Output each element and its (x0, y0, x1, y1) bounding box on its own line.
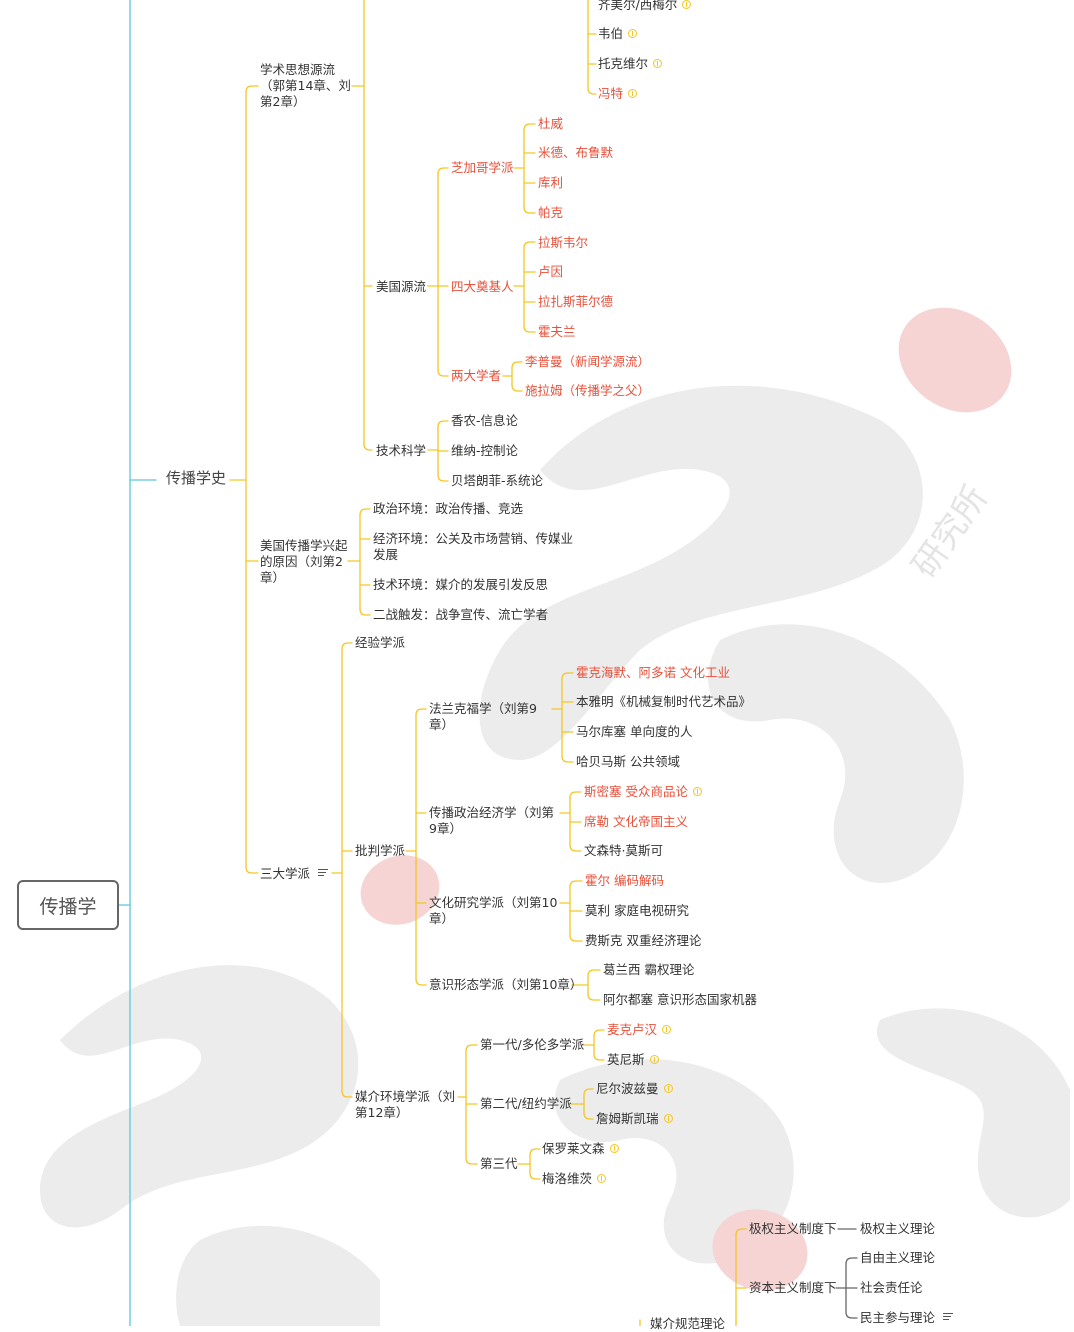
note-circle-icon (692, 787, 702, 796)
norms-node[interactable]: 媒介规范理论 (650, 1316, 726, 1331)
gen3-node[interactable]: 第三代 (480, 1156, 518, 1171)
note-circle-icon (628, 89, 638, 98)
media-ecology-node[interactable]: 媒介环境学派（刘第12章） (355, 1089, 456, 1120)
founders-item[interactable]: 拉扎斯菲尔德 (538, 294, 614, 309)
tech-item[interactable]: 贝塔朗菲-系统论 (451, 473, 544, 488)
chicago-item[interactable]: 库利 (538, 175, 564, 190)
root-node[interactable]: 传播学 (17, 880, 119, 930)
rise-item[interactable]: 二战触发：战争宣传、流亡学者 (373, 607, 549, 622)
chicago-node[interactable]: 芝加哥学派 (451, 160, 514, 175)
notes-icon[interactable] (943, 1311, 954, 1322)
note-circle-icon (649, 1055, 659, 1064)
europe-item-tocqueville[interactable]: 托克维尔 (598, 56, 663, 72)
note-circle-icon (662, 1025, 672, 1034)
authoritarian-node[interactable]: 极权主义制度下 (749, 1221, 837, 1236)
cultural-node[interactable]: 文化研究学派（刘第10章） (429, 895, 558, 926)
note-circle-icon (682, 0, 692, 9)
chicago-item[interactable]: 帕克 (538, 205, 564, 220)
scholars-item[interactable]: 施拉姆（传播学之父） (525, 383, 651, 398)
political-economy-item[interactable]: 席勒 文化帝国主义 (584, 814, 688, 829)
frankfurt-item[interactable]: 哈贝马斯 公共领域 (576, 754, 680, 769)
gen1-item[interactable]: 英尼斯 (607, 1052, 659, 1068)
gen2-item[interactable]: 詹姆斯凯瑞 (596, 1111, 673, 1127)
schools-node[interactable]: 三大学派 (260, 866, 329, 882)
tech-node[interactable]: 技术科学 (376, 443, 427, 458)
ideology-item[interactable]: 阿尔都塞 意识形态国家机器 (603, 992, 757, 1007)
frankfurt-item[interactable]: 马尔库塞 单向度的人 (576, 724, 693, 739)
founders-item[interactable]: 拉斯韦尔 (538, 235, 589, 250)
note-circle-icon (663, 1084, 673, 1093)
note-circle-icon (609, 1144, 619, 1153)
gen2-node[interactable]: 第二代/纽约学派 (480, 1096, 572, 1111)
note-circle-icon (653, 59, 663, 68)
academic-node[interactable]: 学术思想源流（郭第14章、刘第2章） (260, 62, 351, 109)
note-circle-icon (628, 29, 638, 38)
rise-item[interactable]: 经济环境：公关及市场营销、传媒业发展 (373, 531, 574, 562)
europe-item-weber[interactable]: 韦伯 (598, 26, 638, 42)
frankfurt-item[interactable]: 本雅明《机械复制时代艺术品》 (576, 694, 752, 709)
ideology-node[interactable]: 意识形态学派（刘第10章） (429, 977, 583, 992)
chicago-item[interactable]: 杜威 (538, 116, 564, 131)
note-circle-icon (663, 1114, 673, 1123)
gen2-item[interactable]: 尼尔波兹曼 (596, 1081, 673, 1097)
founders-item[interactable]: 卢因 (538, 264, 564, 279)
gen1-item[interactable]: 麦克卢汉 (607, 1022, 672, 1038)
notes-icon[interactable] (318, 867, 329, 878)
frankfurt-node[interactable]: 法兰克福学（刘第9章） (429, 701, 537, 732)
rise-node[interactable]: 美国传播学兴起的原因（刘第2章） (260, 538, 348, 585)
chicago-item[interactable]: 米德、布鲁默 (538, 145, 614, 160)
europe-item-wundt[interactable]: 冯特 (598, 86, 638, 102)
note-circle-icon (597, 1174, 607, 1183)
capitalist-item[interactable]: 民主参与理论 (860, 1310, 954, 1326)
scholars-node[interactable]: 两大学者 (451, 368, 502, 383)
tech-item[interactable]: 香农-信息论 (451, 413, 519, 428)
gen1-node[interactable]: 第一代/多伦多学派 (480, 1037, 585, 1052)
scholars-item[interactable]: 李普曼（新闻学源流） (525, 354, 651, 369)
gen3-item[interactable]: 保罗莱文森 (542, 1141, 619, 1157)
frankfurt-item[interactable]: 霍克海默、阿多诺 文化工业 (576, 665, 730, 680)
empirical-node[interactable]: 经验学派 (355, 635, 406, 650)
american-node[interactable]: 美国源流 (376, 279, 427, 294)
europe-item-simmel[interactable]: 齐美尔/西梅尔 (598, 0, 692, 13)
cultural-item[interactable]: 霍尔 编码解码 (585, 873, 664, 888)
branch-node[interactable]: 传播学史 (166, 469, 227, 487)
political-economy-item[interactable]: 斯密塞 受众商品论 (584, 784, 702, 800)
ideology-item[interactable]: 葛兰西 霸权理论 (603, 962, 695, 977)
capitalist-node[interactable]: 资本主义制度下 (749, 1280, 837, 1295)
capitalist-item[interactable]: 社会责任论 (860, 1280, 923, 1295)
cultural-item[interactable]: 莫利 家庭电视研究 (585, 903, 689, 918)
authoritarian-item[interactable]: 极权主义理论 (860, 1221, 936, 1236)
rise-item[interactable]: 政治环境：政治传播、竞选 (373, 501, 524, 516)
critical-node[interactable]: 批判学派 (355, 843, 406, 858)
political-economy-node[interactable]: 传播政治经济学（刘第9章） (429, 805, 555, 836)
founders-node[interactable]: 四大奠基人 (451, 279, 514, 294)
founders-item[interactable]: 霍夫兰 (538, 324, 576, 339)
rise-item[interactable]: 技术环境：媒介的发展引发反思 (373, 577, 549, 592)
tech-item[interactable]: 维纳-控制论 (451, 443, 519, 458)
cultural-item[interactable]: 费斯克 双重经济理论 (585, 933, 702, 948)
capitalist-item[interactable]: 自由主义理论 (860, 1250, 936, 1265)
gen3-item[interactable]: 梅洛维茨 (542, 1171, 607, 1187)
political-economy-item[interactable]: 文森特·莫斯可 (584, 843, 663, 858)
